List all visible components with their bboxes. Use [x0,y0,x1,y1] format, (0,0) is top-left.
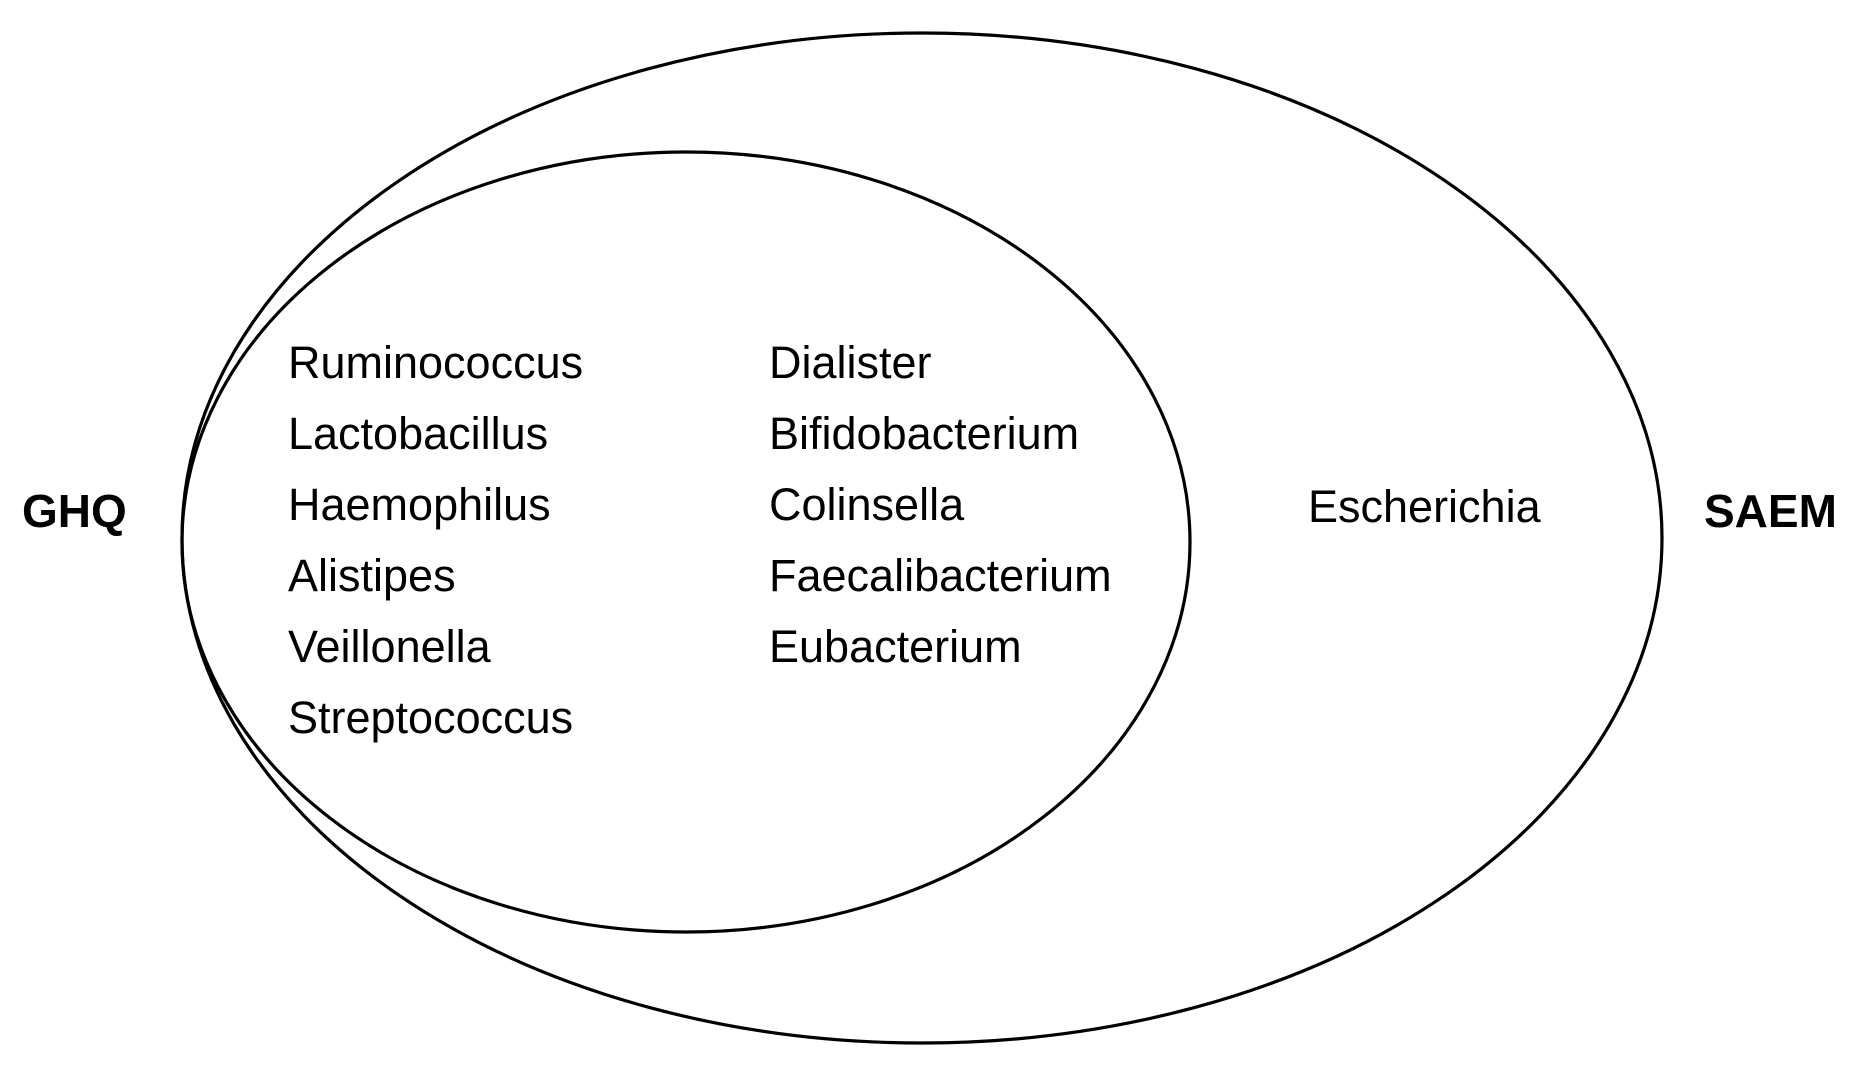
list-item: Dialister [769,337,932,388]
list-item: Ruminococcus [288,337,584,388]
inner-ellipse-ghq [180,150,1192,934]
list-item: Streptococcus [288,692,574,743]
saem-only-column: Escherichia [1308,484,1541,529]
list-item: Bifidobacterium [769,408,1080,459]
list-item: Haemophilus [288,479,551,530]
list-item: Veillonella [288,621,491,672]
list-item: Colinsella [769,479,965,530]
intersection-column-1: Ruminococcus Lactobacillus Haemophilus A… [288,340,583,740]
list-item: Lactobacillus [288,408,549,459]
list-item: Eubacterium [769,621,1022,672]
list-item: Alistipes [288,550,456,601]
list-item: Escherichia [1308,481,1541,532]
set-label-ghq: GHQ [22,485,127,537]
list-item: Faecalibacterium [769,550,1112,601]
set-label-saem: SAEM [1704,485,1837,537]
intersection-column-2: Dialister Bifidobacterium Colinsella Fae… [769,340,1112,669]
